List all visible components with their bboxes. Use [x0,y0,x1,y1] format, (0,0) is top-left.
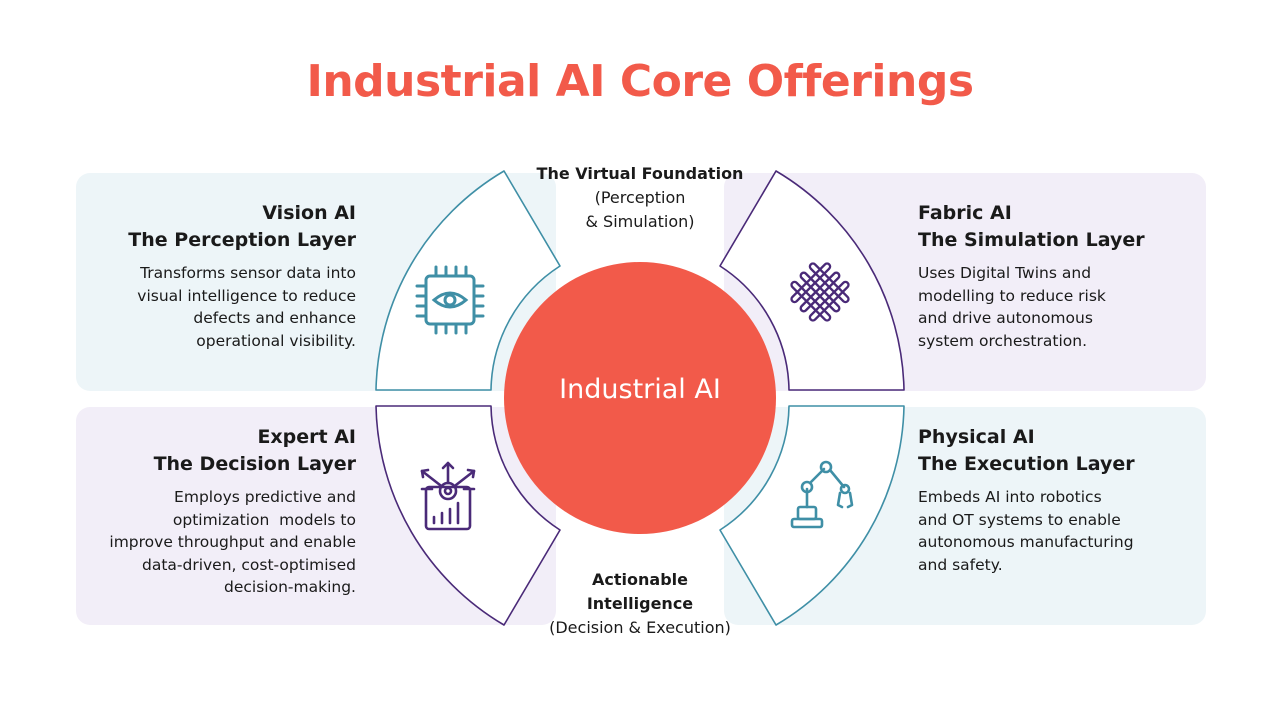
fabric-title: Fabric AI [918,202,1012,224]
vision-desc-line: operational visibility. [196,331,356,350]
physical-desc-line: and OT systems to enable [918,510,1121,529]
vision-desc-line: defects and enhance [193,309,356,327]
expert-desc-line: decision-making. [224,578,356,596]
fabric-desc-line: and drive autonomous [918,309,1093,327]
physical-desc-line: and safety. [918,555,1003,574]
top-caption-line2: (Perception [594,188,686,207]
bottom-caption-line1: Actionable [592,570,688,589]
robot-arm-icon [790,460,854,529]
fabric-subtitle: The Simulation Layer [918,229,1145,251]
expert-desc-line: Employs predictive and [174,488,356,506]
gear-chart-icon [420,461,476,531]
center-label: Industrial AI [559,374,721,405]
vision-desc-line: visual intelligence to reduce [137,286,356,305]
expert-subtitle: The Decision Layer [153,453,356,475]
fabric-block: Fabric AI The Simulation Layer Uses Digi… [918,200,1218,352]
vision-title: Vision AI [262,202,356,224]
ring-segment-physical [719,405,905,626]
physical-block: Physical AI The Execution Layer Embeds A… [918,424,1218,576]
eye-chip-icon [415,265,485,335]
fabric-desc-line: system orchestration. [918,331,1088,350]
expert-desc-line: optimization models to [172,510,356,529]
physical-desc-line: autonomous manufacturing [918,533,1134,551]
fabric-description: Uses Digital Twins and modelling to redu… [918,262,1218,352]
vision-block: Vision AI The Perception Layer Transform… [66,200,356,352]
expert-desc-line: improve throughput and enable [109,533,356,551]
expert-description: Employs predictive and optimization mode… [66,486,356,599]
vision-subtitle: The Perception Layer [128,229,356,251]
expert-desc-line: data-driven, cost-optimised [141,555,356,574]
physical-description: Embeds AI into robotics and OT systems t… [918,486,1218,576]
bottom-caption: Actionable Intelligence (Decision & Exec… [500,568,780,640]
ring-segment-vision [375,170,561,391]
physical-subtitle: The Execution Layer [918,453,1135,475]
bottom-caption-line3: (Decision & Execution) [549,618,731,637]
top-caption-line3: & Simulation) [585,212,695,231]
expert-block: Expert AI The Decision Layer Employs pre… [66,424,356,599]
vision-description: Transforms sensor data into visual intel… [66,262,356,352]
expert-title: Expert AI [257,426,356,448]
woven-fabric-icon [790,262,850,322]
vision-desc-line: Transforms sensor data into [140,264,356,282]
center-circle [504,262,776,534]
page-title: Industrial AI Core Offerings [306,56,974,107]
top-caption-line1: The Virtual Foundation [536,164,744,183]
fabric-desc-line: modelling to reduce risk [918,286,1106,305]
physical-desc-line: Embeds AI into robotics [918,488,1102,506]
ring-segment-expert [375,405,561,626]
bottom-caption-line2: Intelligence [586,594,694,613]
physical-title: Physical AI [918,426,1035,448]
fabric-desc-line: Uses Digital Twins and [918,264,1092,282]
top-caption: The Virtual Foundation (Perception & Sim… [500,162,780,234]
